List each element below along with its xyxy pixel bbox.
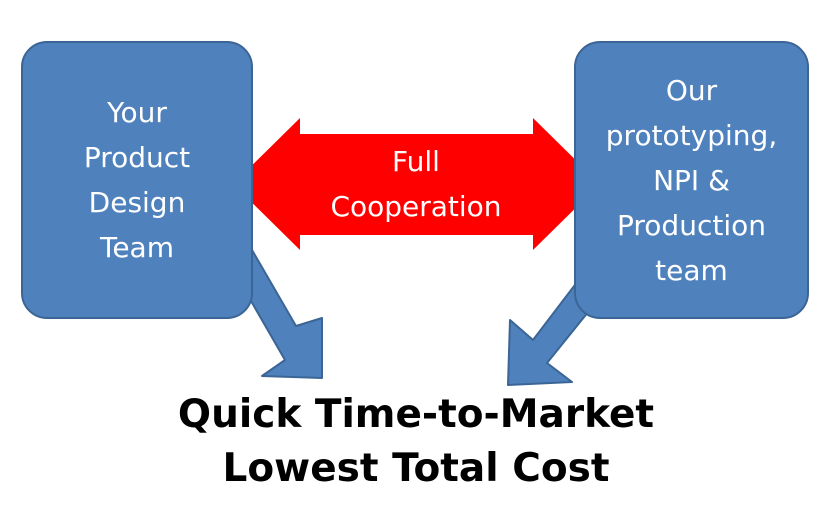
right-box-line-5: team [655,253,728,287]
right-box-line-1: Our [665,73,718,107]
left-box-line-1: Your [107,96,167,129]
our-production-team-box: Our prototyping, NPI & Production team [574,41,809,319]
cooperation-line-1: Full [392,145,440,178]
right-box-line-2: prototyping, [605,118,778,152]
cooperation-double-arrow [233,118,600,250]
left-box-line-3: Design [88,186,186,219]
right-box-line-4: Production [617,208,766,242]
outcome-line-1: Quick Time-to-Market [177,392,655,437]
right-box-line-3: NPI & [653,163,730,197]
left-box-line-2: Product [83,141,191,174]
left-box-line-4: Team [99,231,174,264]
outcome-line-2: Lowest Total Cost [222,446,610,491]
left-callout-arrow [231,249,323,379]
cooperation-line-2: Cooperation [330,190,502,223]
your-product-design-team-box: Your Product Design Team [21,41,253,319]
full-cooperation-label: Full Cooperation [300,139,532,229]
outcome-text: Quick Time-to-Market Lowest Total Cost [0,388,832,496]
